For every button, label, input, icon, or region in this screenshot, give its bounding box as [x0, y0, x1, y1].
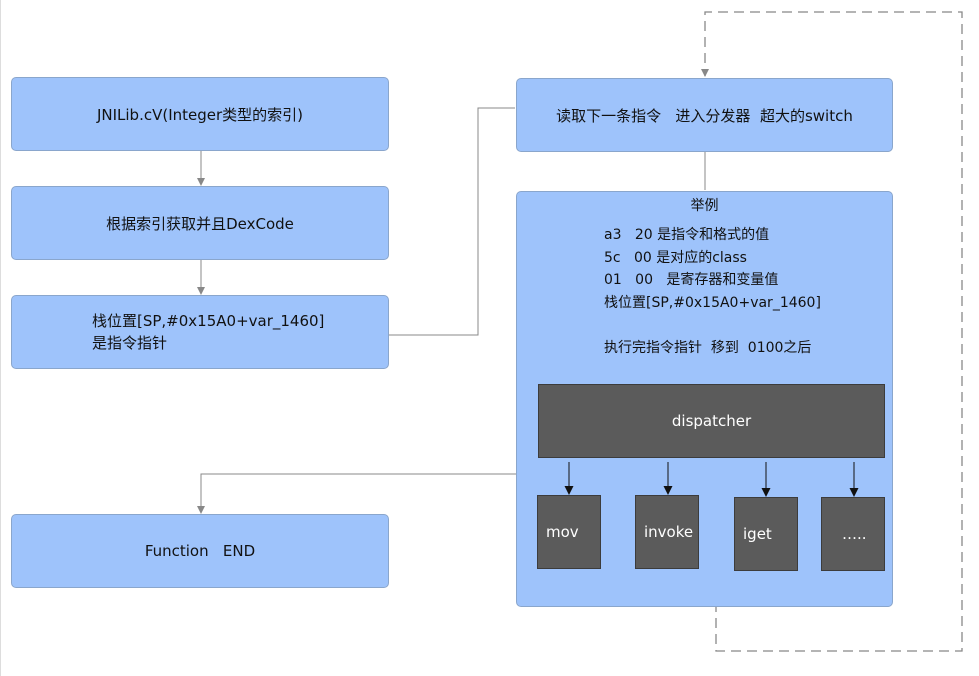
example-line-stack: 栈位置[SP,#0x15A0+var_1460] — [604, 294, 821, 311]
handler-iget-label: iget — [743, 525, 772, 543]
example-line-advance: 执行完指令指针 移到 0100之后 — [604, 340, 812, 356]
get-dexcode-label: 根据索引获取并且DexCode — [106, 214, 294, 233]
connector-box3-to-read — [389, 107, 515, 336]
arrow-example-to-end — [197, 473, 516, 514]
dispatcher-label: dispatcher — [671, 412, 752, 430]
function-end-label: Function END — [144, 542, 256, 560]
handler-iget-box: iget — [734, 497, 798, 571]
handler-invoke-label: invoke — [644, 523, 694, 541]
handler-invoke-box: invoke — [635, 495, 699, 569]
example-line-opcode: a3 20 是指令和格式的值 — [604, 227, 770, 243]
read-dispatch-box: 读取下一条指令 进入分发器 超大的switch — [516, 78, 893, 152]
instruction-pointer-line1: 栈位置[SP,#0x15A0+var_1460] — [92, 312, 325, 330]
loop-back-dashed-connector — [701, 11, 963, 652]
handler-mov-box: mov — [537, 495, 601, 569]
example-title: 举例 — [690, 198, 719, 214]
instruction-pointer-line2: 是指令指针 — [92, 334, 168, 352]
instruction-pointer-box: 栈位置[SP,#0x15A0+var_1460] 是指令指针 — [11, 295, 389, 369]
handler-more-box: ….. — [821, 497, 885, 571]
handler-mov-label: mov — [546, 523, 579, 541]
example-line-class: 5c 00 是对应的class — [604, 249, 747, 266]
jnilib-call-label: JNILib.cV(Integer类型的索引) — [96, 105, 304, 124]
jnilib-call-box: JNILib.cV(Integer类型的索引) — [11, 77, 389, 151]
function-end-box: Function END — [11, 514, 389, 588]
get-dexcode-box: 根据索引获取并且DexCode — [11, 186, 389, 260]
example-line-register: 01 00 是寄存器和变量值 — [604, 272, 779, 288]
handler-more-label: ….. — [842, 525, 867, 543]
example-description: a3 20 是指令和格式的值 5c 00 是对应的class 01 00 是寄存… — [604, 224, 821, 360]
read-dispatch-label: 读取下一条指令 进入分发器 超大的switch — [556, 106, 853, 125]
dispatcher-box: dispatcher — [538, 384, 885, 458]
